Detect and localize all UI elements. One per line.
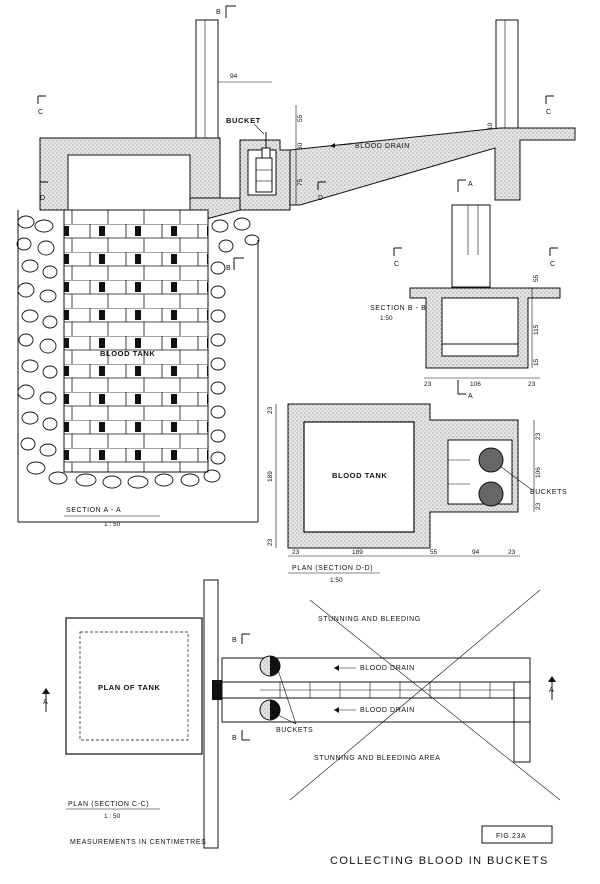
- blood-tank-label: BLOOD TANK: [100, 349, 155, 358]
- marker-a-bottom: A: [457, 380, 473, 400]
- plan-cc-title: PLAN (SECTION C-C): [68, 801, 149, 808]
- svg-text:C: C: [550, 261, 556, 268]
- svg-text:C: C: [394, 261, 400, 268]
- svg-text:D: D: [318, 195, 324, 202]
- plan-cc-scale: 1 : 50: [104, 813, 121, 820]
- buckets-label-dd: BUCKETS: [530, 489, 567, 496]
- units-note: MEASUREMENTS IN CENTIMETRES: [70, 839, 206, 846]
- svg-text:C: C: [546, 109, 552, 116]
- plan-dd-scale: 1:50: [330, 577, 343, 584]
- blood-tank-label-dd: BLOOD TANK: [332, 471, 387, 480]
- marker-c-left: C: [37, 95, 46, 116]
- bucket-label: BUCKET: [226, 116, 261, 125]
- marker-a-cc-left: A: [42, 688, 50, 712]
- svg-text:D: D: [40, 195, 46, 202]
- svg-text:C: C: [38, 109, 44, 116]
- floor-slab-left: [39, 137, 221, 211]
- section-bb-scale: 1:50: [380, 315, 393, 322]
- fig-number-box: [481, 825, 553, 844]
- dim-30: 30: [297, 142, 304, 150]
- drain-slab: [289, 127, 576, 206]
- section-aa-scale: 1 : 50: [104, 521, 121, 528]
- marker-d-left: D: [39, 181, 48, 202]
- plan-cc: PLAN OF TANK BLOOD DRAIN BLOOD DRAIN BUC…: [42, 579, 561, 849]
- rubble-right: [210, 217, 260, 465]
- dim-94: 94: [230, 73, 238, 80]
- section-aa-title: SECTION A - A: [66, 507, 121, 514]
- figure-caption: COLLECTING BLOOD IN BUCKETS: [330, 855, 549, 867]
- section-bb: 55 115 15 23 106 23 A C C A SECTION B - …: [370, 179, 561, 400]
- dim-75: 75: [297, 178, 304, 186]
- dd-dim-vr-106: 106: [535, 467, 542, 478]
- dd-dim-h-55: 55: [430, 549, 438, 556]
- marker-d-right: D: [317, 181, 326, 202]
- marker-b-mid: B: [226, 257, 244, 272]
- blood-drain-label-1: BLOOD DRAIN: [360, 665, 415, 672]
- plan-dd-title: PLAN (SECTION D-D): [292, 565, 373, 572]
- svg-text:A: A: [549, 687, 554, 694]
- marker-b-top: B: [216, 5, 236, 18]
- bb-dim-15: 15: [533, 358, 540, 366]
- bb-dim-106: 106: [470, 381, 481, 388]
- dd-dim-v-189: 189: [267, 471, 274, 482]
- marker-c-right: C: [545, 95, 554, 116]
- blood-drain-label: BLOOD DRAIN: [355, 143, 410, 150]
- bb-dim-23b: 23: [528, 381, 536, 388]
- dd-dim-vr-23a: 23: [535, 432, 542, 440]
- bucket-icon: [478, 481, 504, 507]
- dd-dim-h-94: 94: [472, 549, 480, 556]
- bb-dim-23a: 23: [424, 381, 432, 388]
- dd-dim-h-189: 189: [352, 549, 363, 556]
- dd-dim-vr-23b: 23: [535, 502, 542, 510]
- dim-10: 10: [487, 122, 494, 130]
- bucket-icon: [259, 655, 281, 677]
- marker-c-bb-left: C: [393, 247, 402, 268]
- dim-55: 55: [297, 114, 304, 122]
- svg-text:B: B: [216, 9, 221, 16]
- stunning-label: STUNNING AND BLEEDING: [318, 616, 421, 623]
- svg-text:B: B: [226, 265, 231, 272]
- bucket-icon: [259, 699, 281, 721]
- plan-of-tank-label: PLAN OF TANK: [98, 683, 160, 692]
- buckets-label-cc: BUCKETS: [276, 727, 313, 734]
- bucket-icon: [478, 447, 504, 473]
- dd-dim-h-23a: 23: [292, 549, 300, 556]
- blood-drain-label-2: BLOOD DRAIN: [360, 707, 415, 714]
- bb-dim-115: 115: [533, 324, 540, 335]
- svg-text:A: A: [43, 699, 48, 706]
- section-bb-title: SECTION B - B: [370, 305, 426, 312]
- wall-right: [495, 19, 519, 139]
- dd-dim-h-23b: 23: [508, 549, 516, 556]
- svg-text:A: A: [468, 393, 473, 400]
- marker-c-bb-right: C: [549, 247, 558, 268]
- dd-dim-v-23a: 23: [267, 406, 274, 414]
- wall-left: [195, 19, 219, 139]
- section-aa: BLOOD TANK BUCKET BLOOD DRAIN 94 55 30 7…: [16, 5, 576, 528]
- marker-a-cc-right: A: [548, 676, 556, 700]
- marker-a-top: A: [457, 179, 473, 192]
- svg-text:B: B: [232, 735, 237, 742]
- stunning-area-label: STUNNING AND BLEEDING AREA: [314, 755, 440, 762]
- fig-number: FIG.23A: [496, 833, 526, 840]
- marker-b-cc-top: B: [232, 633, 250, 644]
- bb-dim-55: 55: [533, 274, 540, 282]
- dd-dim-v-23b: 23: [267, 538, 274, 546]
- marker-b-cc-bottom: B: [232, 730, 250, 742]
- svg-text:A: A: [468, 181, 473, 188]
- blood-tank-brickwork: [63, 209, 209, 473]
- bucket-icon: [255, 132, 273, 193]
- plan-dd: BUCKETS BLOOD TANK 23 189 23 23 106 23 2…: [267, 403, 567, 584]
- svg-text:B: B: [232, 637, 237, 644]
